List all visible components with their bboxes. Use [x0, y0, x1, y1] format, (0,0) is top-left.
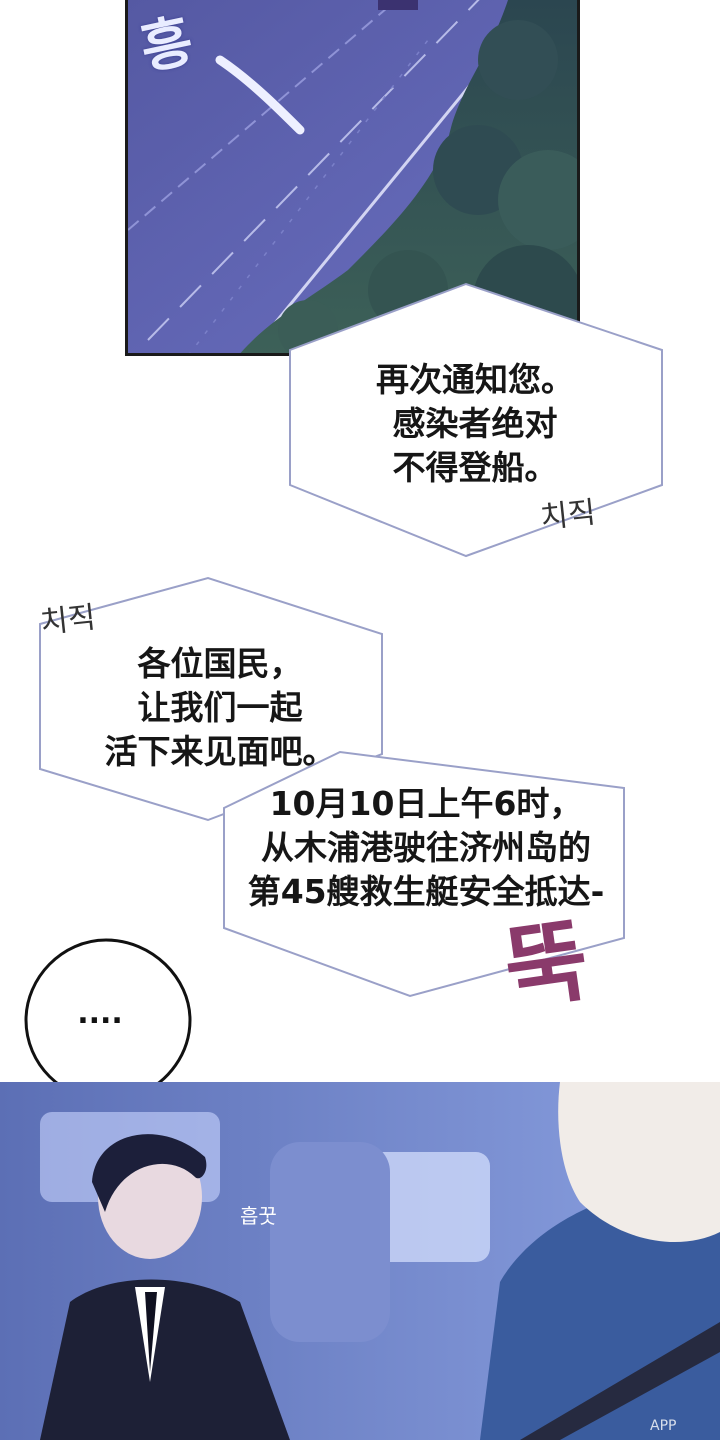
road-panel	[125, 0, 580, 356]
caption-box-3: 10月10日上午6时， 从木浦港驶往济州岛的 第45艘救生艇安全抵达-	[226, 782, 626, 914]
sfx-static-2: 치직	[38, 600, 98, 641]
caption-1-line-2: 感染者绝对	[392, 404, 558, 443]
caption-2-line-3: 活下来见面吧。	[104, 732, 336, 771]
caption-box-1: 再次通知您。 感染者绝对 不得登船。	[330, 358, 620, 490]
caption-1-line-1: 再次通知您。	[376, 360, 574, 399]
sfx-gulp: 흡꿋	[240, 1204, 277, 1228]
caption-box-2-frame	[39, 576, 383, 822]
sfx-door-click: 뚝	[498, 906, 595, 1024]
caption-2-line-2: 让我们一起	[137, 688, 303, 727]
caption-box-2: 各位国民， 让我们一起 活下来见面吧。	[90, 642, 350, 774]
caption-3-line-3: 第45艘救生艇安全抵达-	[247, 872, 605, 911]
speech-bubble-text: ....	[77, 996, 123, 1031]
caption-3-line-2: 从木浦港驶往济州岛的	[261, 828, 591, 867]
sfx-stroke	[215, 55, 305, 135]
caption-box-3-frame	[223, 750, 625, 998]
night-road-illustration	[128, 0, 577, 353]
caption-3-line-1: 10月10日上午6时，	[269, 784, 583, 823]
car-interior-panel: 흡꿋 APP	[0, 1082, 720, 1440]
caption-2-line-1: 各位国民，	[137, 644, 303, 683]
watermark: APP	[650, 1418, 677, 1434]
car-interior-illustration	[0, 1082, 720, 1440]
caption-box-1-frame	[289, 282, 663, 558]
sfx-static-1: 치직	[538, 495, 598, 536]
caption-1-line-3: 不得登船。	[392, 448, 558, 487]
